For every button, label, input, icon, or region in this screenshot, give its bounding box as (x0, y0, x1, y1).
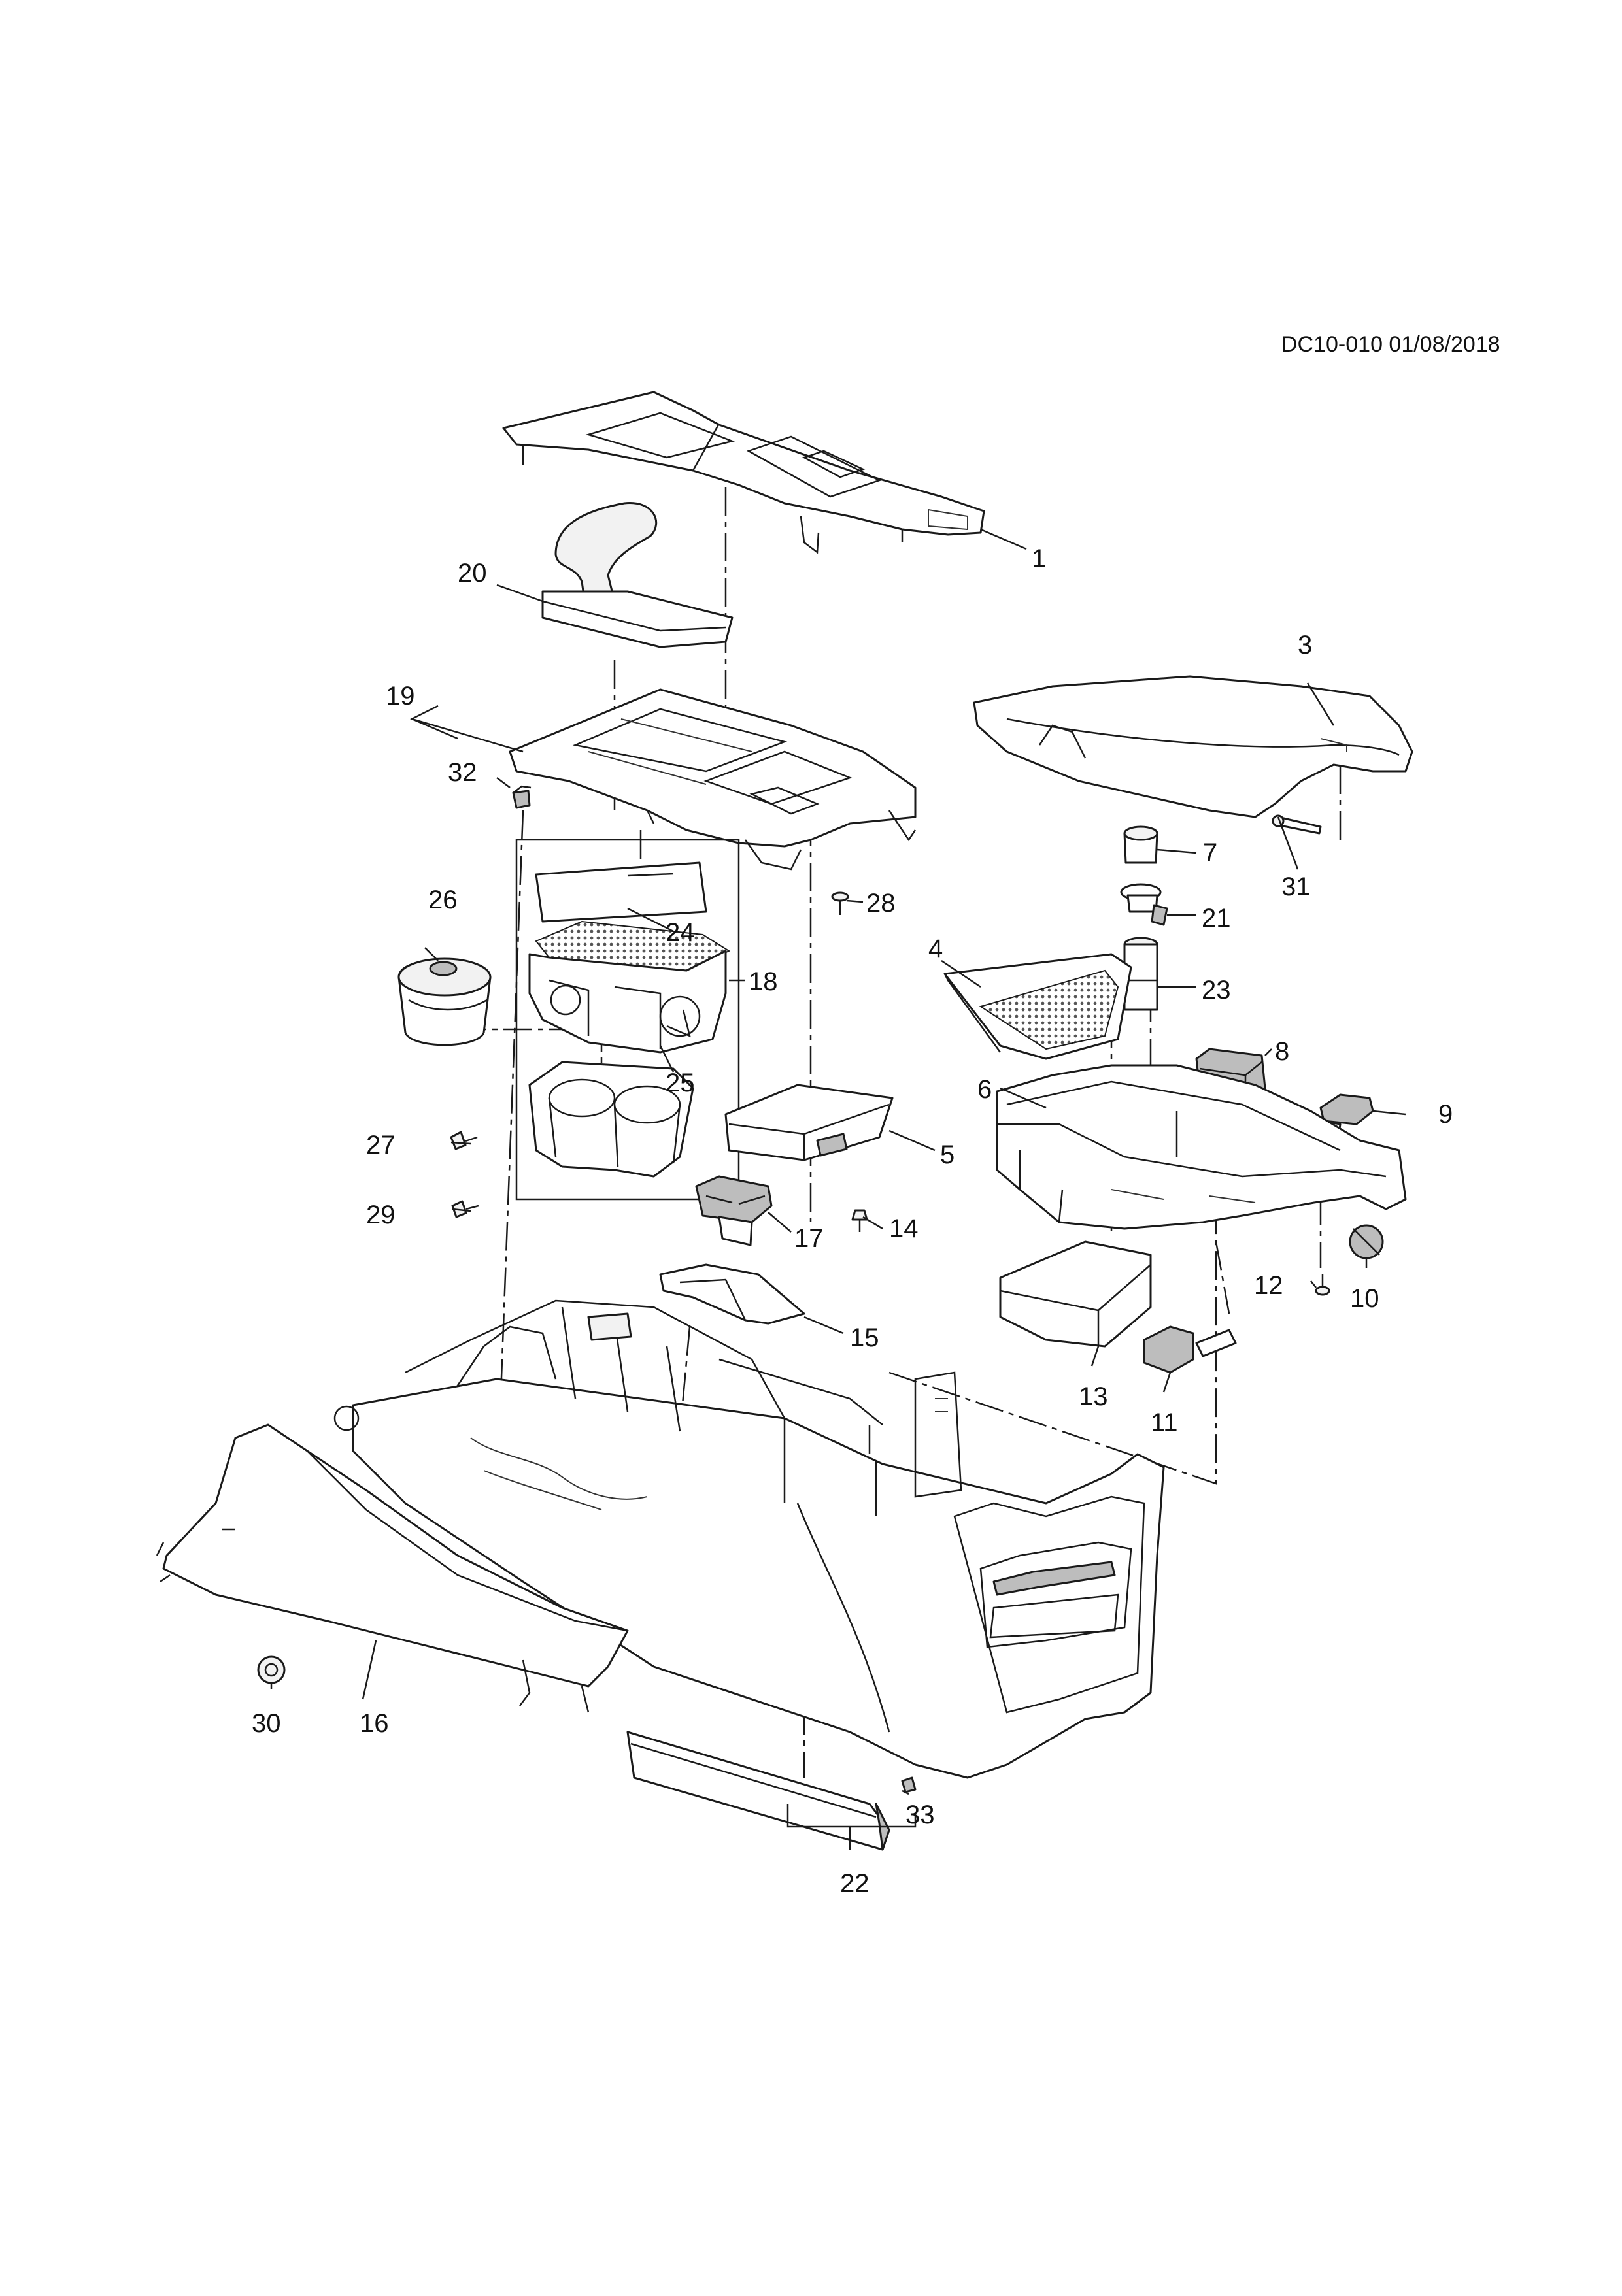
part-26-ash-cup (397, 957, 492, 1046)
callout-27: 27 (366, 1131, 396, 1159)
callout-28: 28 (866, 889, 896, 918)
part-12-screw (1315, 1274, 1330, 1296)
callout-19: 19 (386, 682, 415, 710)
screws (257, 891, 1330, 1684)
part-5-control-module (724, 1084, 894, 1161)
callout-labels: 1 3 4 5 6 7 8 9 10 11 12 13 14 15 16 17 … (252, 544, 1453, 1898)
part-14-screw (851, 1209, 868, 1232)
part-4-storage-mat (943, 953, 1132, 1060)
part-33-clip (901, 1776, 917, 1793)
part-18-cupholder-body (528, 920, 731, 1054)
part-28-screw (831, 891, 849, 915)
callout-33: 33 (905, 1801, 935, 1829)
console-internal-frame (405, 1299, 883, 1510)
callout-8: 8 (1275, 1037, 1289, 1066)
part-3-armrest-lid (973, 675, 1413, 818)
callout-23: 23 (1202, 976, 1231, 1005)
part-17-switch (695, 1175, 773, 1246)
document-reference: DC10-010 01/08/2018 (1281, 332, 1500, 357)
part-13-electronic-module (999, 1240, 1152, 1348)
part-18-cupholder-assembly-box (515, 839, 740, 1201)
callout-13: 13 (1079, 1382, 1108, 1411)
callout-15: 15 (850, 1323, 879, 1352)
part-16-side-trim-panel (156, 1423, 629, 1713)
part-30-screw (257, 1655, 286, 1684)
callout-24: 24 (666, 918, 695, 947)
callout-31: 31 (1281, 873, 1311, 901)
part-23-outlet-housing (1123, 937, 1158, 1011)
callout-17: 17 (794, 1224, 824, 1253)
callout-16: 16 (360, 1709, 389, 1738)
part-25-cupholder-insert (528, 1061, 694, 1178)
part-20-shift-knob-trim (541, 502, 734, 648)
part-10-round-connector (1349, 1224, 1384, 1259)
callout-26: 26 (428, 886, 458, 914)
callout-10: 10 (1350, 1284, 1379, 1313)
callout-9: 9 (1438, 1100, 1453, 1129)
callout-20: 20 (458, 559, 487, 588)
callout-29: 29 (366, 1201, 396, 1229)
callout-3: 3 (1298, 631, 1312, 659)
callout-22: 22 (840, 1869, 870, 1898)
part-21-outlet-retainer (1120, 883, 1168, 926)
callout-7: 7 (1203, 839, 1217, 867)
callout-25: 25 (666, 1069, 695, 1097)
callout-5: 5 (940, 1140, 955, 1169)
callout-1: 1 (1032, 544, 1046, 573)
part-32-clip (512, 785, 532, 809)
callout-11: 11 (1151, 1408, 1178, 1437)
callout-6: 6 (977, 1075, 992, 1104)
part-24-cupholder-lid (535, 861, 707, 923)
part-19-upper-frame (509, 688, 917, 871)
part-22-lower-trim-strip (626, 1731, 890, 1851)
callout-30: 30 (252, 1709, 281, 1738)
part-27-screw (450, 1131, 478, 1150)
part-7-outlet-cap (1123, 825, 1158, 864)
callout-4: 4 (928, 935, 943, 963)
part-11-usb-port (1143, 1325, 1237, 1374)
callout-21: 21 (1202, 904, 1231, 933)
leader-lines (270, 528, 1406, 1850)
part-1-console-trim-bezel (502, 391, 985, 554)
part-6-storage-bin (996, 1064, 1407, 1230)
callout-14: 14 (889, 1214, 919, 1243)
console-housing (333, 1371, 1165, 1779)
part-31-pin (1272, 814, 1322, 835)
callout-12: 12 (1254, 1271, 1283, 1300)
part-15-bracket (659, 1263, 805, 1325)
callout-32: 32 (448, 758, 477, 787)
callout-18: 18 (749, 967, 778, 996)
